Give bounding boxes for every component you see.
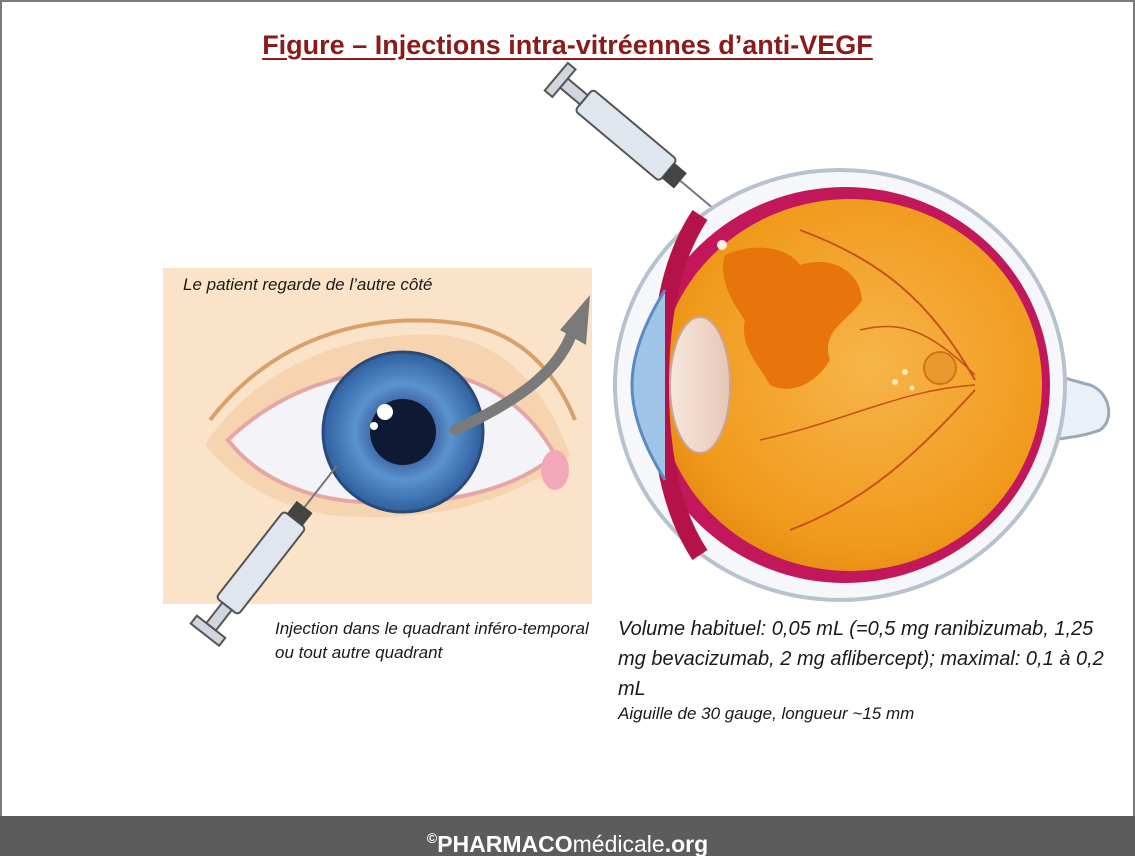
footer-brand-tld: .org (665, 831, 708, 857)
injection-site-caption: Injection dans le quadrant inféro-tempor… (275, 617, 605, 665)
needle-caption: Aiguille de 30 gauge, longueur ~15 mm (618, 704, 914, 724)
syringe-icon (545, 63, 736, 231)
footer-brand-bold: PHARMACO (437, 831, 572, 857)
footer-brand-light: médicale (573, 831, 665, 857)
eye-icon (205, 320, 575, 517)
eyeball-cross-section-icon (615, 170, 1109, 600)
copyright-symbol: © (427, 830, 437, 846)
footer-bar: ©PHARMACOmédicale.org (0, 816, 1135, 856)
volume-caption: Volume habituel: 0,05 mL (=0,5 mg ranibi… (618, 614, 1108, 704)
